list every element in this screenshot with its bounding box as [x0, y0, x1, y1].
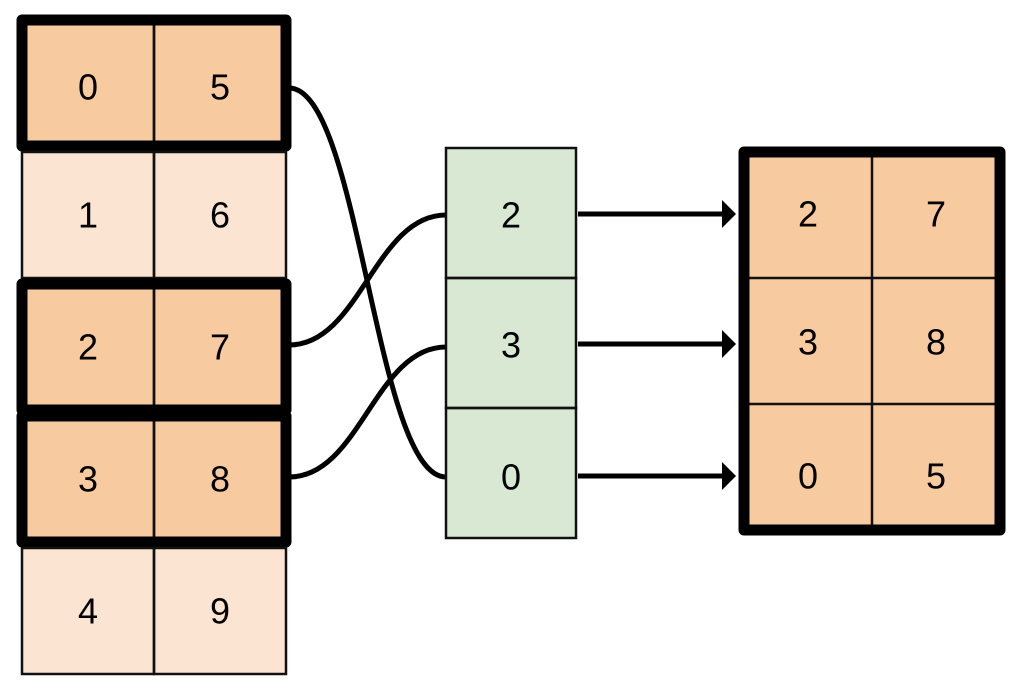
result-cell-1-1[interactable] — [872, 278, 1000, 404]
source-cell-2-0[interactable] — [22, 284, 154, 410]
result-cell-0-1[interactable] — [872, 152, 1000, 278]
source-row-0[interactable]: 0 5 — [16, 14, 292, 152]
source-table: 0 5 1 6 2 7 — [16, 14, 292, 676]
source-cell-3-0[interactable] — [22, 416, 154, 542]
result-cell-0-0[interactable] — [744, 152, 872, 278]
source-cell-3-1[interactable] — [154, 416, 286, 542]
result-cell-2-1[interactable] — [872, 404, 1000, 530]
result-arrows — [578, 200, 736, 490]
source-cell-4-1[interactable] — [154, 548, 286, 674]
index-column: 2 3 0 — [444, 146, 578, 540]
arrow-index2-to-result2 — [578, 462, 736, 490]
source-cell-4-1-outline — [152, 546, 288, 676]
source-row-0-highlight — [16, 14, 292, 152]
index-cell-2-outline — [444, 406, 578, 540]
arrow-index0-to-result0 — [578, 200, 736, 228]
source-cell-0-0[interactable] — [22, 20, 154, 146]
source-cell-0-1[interactable] — [154, 20, 286, 146]
curve-row2-to-index0 — [288, 212, 447, 348]
result-grid — [744, 152, 1000, 530]
source-row-2[interactable]: 2 7 — [16, 278, 292, 416]
index-cell-0[interactable] — [446, 148, 576, 278]
result-table: 2 7 3 8 0 5 — [738, 146, 1006, 536]
source-cell-2-1[interactable] — [154, 284, 286, 410]
curve-row3-to-index1 — [288, 344, 447, 480]
source-cell-1-1[interactable] — [154, 152, 286, 278]
index-cell-1[interactable] — [446, 278, 576, 408]
result-table-frame — [738, 146, 1006, 536]
result-cell-2-0[interactable] — [744, 404, 872, 530]
source-cell-4-0[interactable] — [22, 548, 154, 674]
connector-curves — [288, 85, 447, 480]
source-row-3[interactable]: 3 8 — [16, 410, 292, 548]
source-row-4[interactable]: 4 9 — [20, 546, 288, 676]
result-cell-1-0[interactable] — [744, 278, 872, 404]
index-cell-2[interactable] — [446, 408, 576, 538]
source-row-2-highlight — [16, 278, 292, 416]
source-cell-1-1-outline — [152, 150, 288, 280]
source-row-1[interactable]: 1 6 — [20, 150, 288, 280]
arrow-index1-to-result1 — [578, 330, 736, 358]
source-cell-1-0[interactable] — [22, 152, 154, 278]
source-row-3-highlight — [16, 410, 292, 548]
